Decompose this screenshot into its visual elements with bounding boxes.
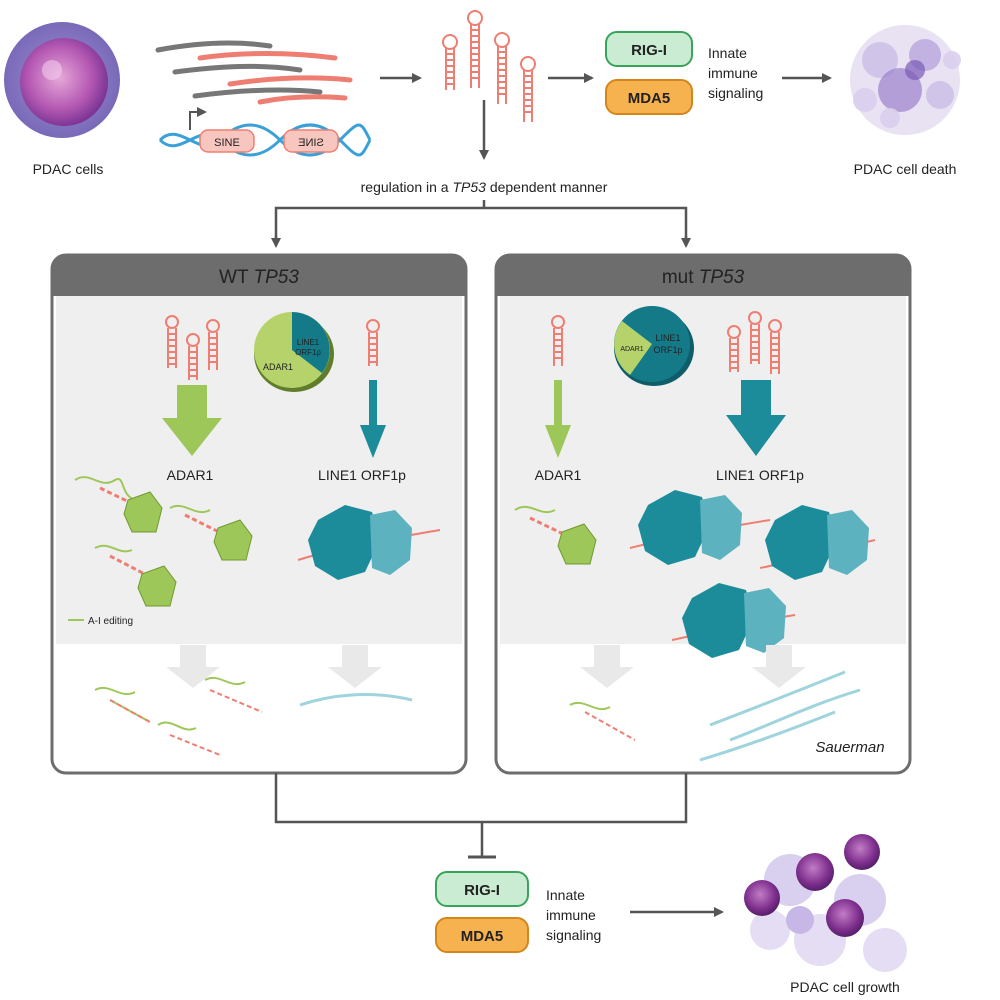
regulation-caption: regulation in a TP53 dependent manner [361, 179, 608, 195]
mut-adar1-protein [514, 505, 597, 565]
wt-edited-rna [94, 677, 413, 756]
dying-cells-icon [850, 25, 961, 135]
wt-adar1-big-arrow [162, 385, 222, 456]
mut-pie-orf1p-label: ORF1p [653, 345, 682, 355]
rig-i-label-bottom: RIG-I [464, 882, 500, 899]
signaling-line-1-top: Innate [708, 45, 747, 61]
mut-pie-adar1-label: ADAR1 [620, 346, 643, 353]
wt-line1-thin-arrow [360, 380, 386, 458]
wt-panel-title: WT TP53 [219, 267, 299, 288]
merge-connector [274, 773, 688, 824]
wt-small-dsrna-icon [366, 319, 380, 366]
dna-helix-icon [158, 107, 372, 157]
mut-pie-line1-label: LINE1 [655, 333, 680, 343]
mut-down-arrow-left [580, 645, 634, 688]
a-i-editing-legend: A-I editing [88, 616, 133, 627]
growing-cells-icon [744, 834, 907, 972]
pdac-death-label: PDAC cell death [854, 161, 957, 177]
mut-down-arrow-right [752, 645, 806, 688]
signaling-line-1-bottom: Innate [546, 887, 585, 903]
mut-small-dsrna-icon [551, 315, 565, 366]
wt-line1-protein-complex [297, 505, 441, 580]
mut-pie-chart [614, 306, 694, 386]
wt-dsrna-icon [165, 315, 220, 380]
mut-edited-rna [569, 702, 636, 741]
rig-i-box-bottom [435, 871, 529, 907]
rig-i-label-top: RIG-I [631, 42, 667, 59]
mda5-box-bottom [435, 917, 529, 953]
rig-i-box-top [605, 31, 693, 67]
mut-line1-protein-complexes [629, 490, 876, 658]
wt-adar1-proteins [74, 476, 253, 607]
artist-signature: Sauerman [815, 739, 884, 756]
mut-adar1-thin-arrow [545, 380, 571, 458]
signaling-line-3-top: signaling [708, 85, 763, 101]
sine-label-reversed: SINE [298, 137, 324, 149]
signaling-line-2-top: immune [708, 65, 758, 81]
dsrna-hairpins-icon [442, 10, 536, 122]
pdac-cell-icon [4, 22, 120, 138]
signaling-line-2-bottom: immune [546, 907, 596, 923]
mut-panel-title: mut TP53 [662, 267, 745, 288]
mut-released-rna-strands [699, 670, 861, 762]
wt-pie-orf1p-label: ORF1p [295, 348, 321, 357]
mut-line1-big-arrow [726, 380, 786, 456]
sine-label: SINE [214, 137, 240, 149]
wt-pie-line1-label: LINE1 [297, 338, 320, 347]
pdac-growth-label: PDAC cell growth [790, 979, 900, 995]
pdac-cells-label: PDAC cells [33, 161, 104, 177]
signaling-line-3-bottom: signaling [546, 927, 601, 943]
mut-line1-label: LINE1 ORF1p [716, 467, 804, 483]
wt-line1-label: LINE1 ORF1p [318, 467, 406, 483]
wt-down-arrow-right [328, 645, 382, 688]
mda5-label-top: MDA5 [628, 90, 671, 107]
mda5-box-top [605, 79, 693, 115]
mut-dsrna-icon [727, 311, 782, 374]
rna-transcripts-icon [155, 40, 353, 105]
wt-pie-adar1-label: ADAR1 [263, 362, 293, 372]
wt-down-arrow-left [166, 645, 220, 688]
mda5-label-bottom: MDA5 [461, 928, 504, 945]
mut-adar1-label: ADAR1 [535, 467, 582, 483]
wt-pie-chart [254, 312, 334, 392]
branch-connector [274, 200, 688, 242]
wt-adar1-label: ADAR1 [167, 467, 214, 483]
